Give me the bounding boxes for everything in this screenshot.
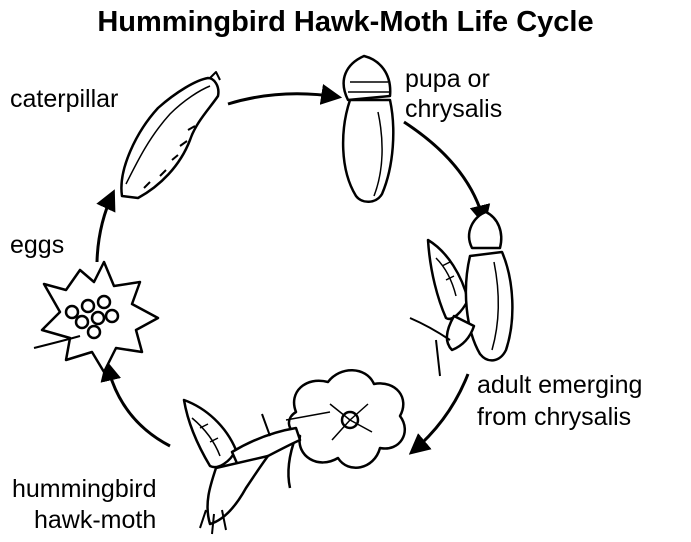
egg xyxy=(82,300,94,312)
label-pupa-line1: pupa or xyxy=(405,64,490,94)
arrow-eggs-to-caterpillar xyxy=(97,193,113,262)
label-caterpillar: caterpillar xyxy=(10,84,118,114)
label-eggs: eggs xyxy=(10,230,64,260)
egg xyxy=(92,312,104,324)
egg xyxy=(106,310,118,322)
arrow-moth-to-eggs xyxy=(107,364,170,446)
caterpillar-illustration xyxy=(121,72,220,198)
emerging-adult-illustration xyxy=(410,212,512,376)
leaf-with-eggs-illustration xyxy=(34,262,158,372)
egg xyxy=(66,306,78,318)
label-moth-line1: hummingbird xyxy=(12,474,157,504)
egg xyxy=(76,316,88,328)
flower-illustration xyxy=(288,370,404,488)
label-emerging-line1: adult emerging xyxy=(477,370,642,400)
arrow-emerging-to-moth xyxy=(412,374,468,452)
diagram-title: Hummingbird Hawk-Moth Life Cycle xyxy=(0,6,691,39)
label-emerging-line2: from chrysalis xyxy=(477,402,631,432)
arrow-pupa-to-emerging xyxy=(404,122,484,222)
egg xyxy=(88,326,100,338)
egg xyxy=(98,296,110,308)
label-pupa-line2: chrysalis xyxy=(405,94,502,124)
arrow-caterpillar-to-pupa xyxy=(228,94,338,104)
label-moth-line2: hawk-moth xyxy=(34,505,156,535)
pupa-illustration xyxy=(343,56,393,202)
